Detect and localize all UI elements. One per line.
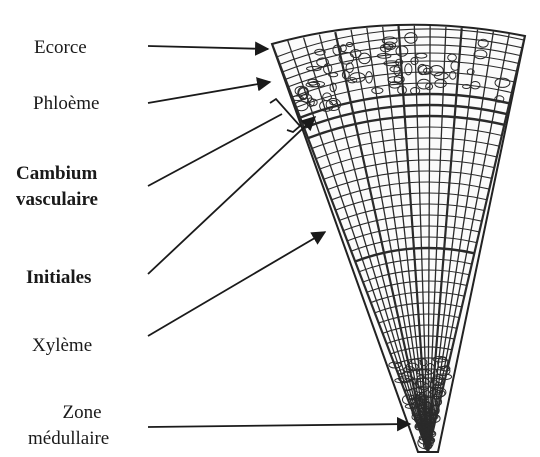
arrow-ecorce (148, 46, 268, 49)
label-xyleme: Xylème (32, 334, 92, 358)
label-phloeme: Phloème (33, 92, 100, 116)
arrow-phloeme (148, 82, 270, 103)
arrow-zone-medullaire (148, 424, 410, 427)
label-zone: Zone (46, 401, 118, 425)
label-medullaire: médullaire (28, 427, 109, 451)
label-ecorce: Ecorce (34, 36, 87, 60)
label-initiales: Initiales (26, 266, 91, 290)
arrow-xyleme (148, 232, 325, 336)
label-cambium: Cambium (16, 162, 97, 186)
label-vasculaire: vasculaire (16, 188, 98, 212)
arrow-cambium (148, 114, 282, 186)
stem-wedge (272, 25, 525, 452)
